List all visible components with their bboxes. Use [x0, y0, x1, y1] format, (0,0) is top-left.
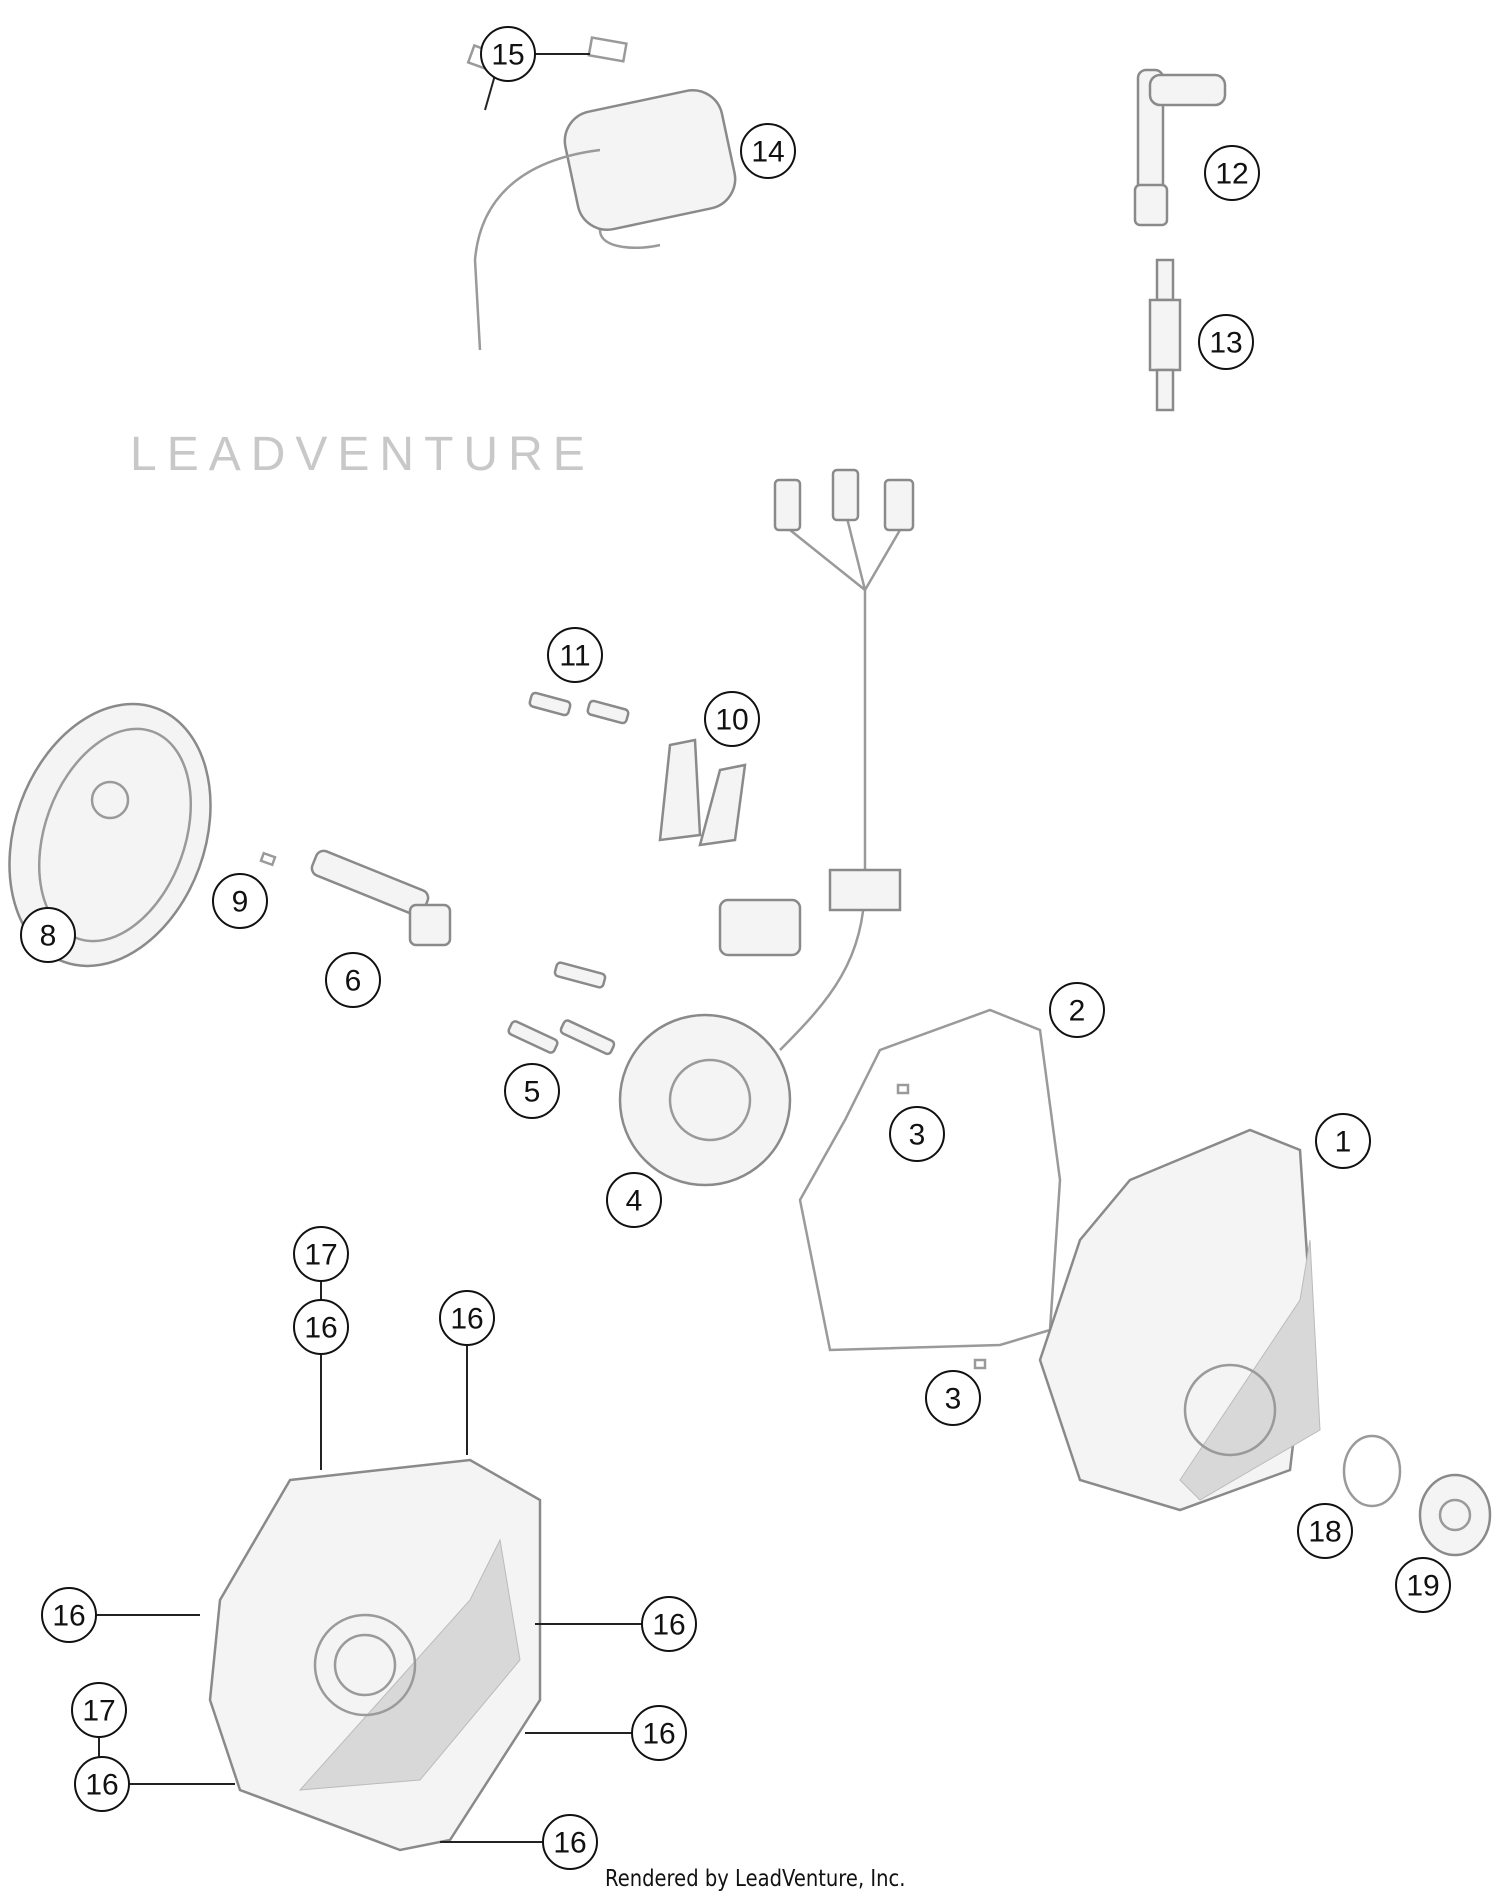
callout-circle — [631, 1705, 687, 1761]
callout-number: 16 — [553, 1827, 586, 1860]
callout-circle — [889, 1106, 945, 1162]
bolts — [507, 691, 630, 1056]
callout-number: 4 — [626, 1185, 643, 1218]
callout-16[interactable]: 16 — [74, 1756, 130, 1812]
callout-number: 11 — [559, 640, 590, 673]
callout-16[interactable]: 16 — [439, 1290, 495, 1346]
callout-circle — [293, 1299, 349, 1355]
watermark: LEADVENTURE — [130, 428, 595, 481]
callout-circle — [325, 952, 381, 1008]
callout-19[interactable]: 19 — [1395, 1557, 1451, 1613]
callout-circle — [925, 1370, 981, 1426]
leader-lines — [96, 53, 642, 1843]
spark-plug-cap — [1133, 68, 1227, 227]
callout-number: 3 — [945, 1383, 962, 1416]
callout-18[interactable]: 18 — [1297, 1503, 1353, 1559]
callout-circle — [1395, 1557, 1451, 1613]
callout-number: 12 — [1215, 158, 1248, 191]
callout-number: 10 — [715, 704, 748, 737]
callout-8[interactable]: 8 — [20, 907, 76, 963]
callout-3[interactable]: 3 — [889, 1106, 945, 1162]
callout-17[interactable]: 17 — [293, 1226, 349, 1282]
footer-credit: Rendered by LeadVenture, Inc. — [605, 1866, 906, 1892]
callout-2[interactable]: 2 — [1049, 982, 1105, 1038]
flywheel — [8, 702, 212, 968]
callout-number: 18 — [1308, 1516, 1341, 1549]
callout-circle — [439, 1290, 495, 1346]
dowel — [896, 1083, 910, 1095]
callout-number: 17 — [82, 1695, 115, 1728]
callout-circle — [641, 1596, 697, 1652]
callout-13[interactable]: 13 — [1198, 314, 1254, 370]
callout-9[interactable]: 9 — [212, 873, 268, 929]
callout-circle — [547, 627, 603, 683]
ignition-coil — [466, 36, 737, 351]
callout-circle — [20, 907, 76, 963]
gasket — [798, 1008, 1062, 1352]
callout-number: 2 — [1069, 995, 1086, 1028]
spark-plug — [1148, 258, 1182, 412]
callout-1[interactable]: 1 — [1315, 1113, 1371, 1169]
callout-circle — [212, 873, 268, 929]
callout-number: 19 — [1406, 1570, 1439, 1603]
callout-6[interactable]: 6 — [325, 952, 381, 1008]
callout-circle — [293, 1226, 349, 1282]
callout-10[interactable]: 10 — [704, 691, 760, 747]
stator — [618, 1013, 792, 1187]
callout-circle — [542, 1814, 598, 1870]
callout-16[interactable]: 16 — [293, 1299, 349, 1355]
callout-17[interactable]: 17 — [71, 1682, 127, 1738]
callout-number: 16 — [85, 1769, 118, 1802]
callout-15[interactable]: 15 — [480, 26, 536, 82]
callout-circle — [1315, 1113, 1371, 1169]
callout-16[interactable]: 16 — [631, 1705, 687, 1761]
callout-number: 6 — [345, 965, 362, 998]
callout-5[interactable]: 5 — [504, 1063, 560, 1119]
callout-number: 1 — [1335, 1126, 1352, 1159]
key — [259, 851, 277, 867]
callout-11[interactable]: 11 — [547, 627, 603, 683]
callout-number: 16 — [52, 1600, 85, 1633]
callout-14[interactable]: 14 — [740, 123, 796, 179]
callout-3[interactable]: 3 — [925, 1370, 981, 1426]
callout-number: 14 — [751, 136, 784, 169]
callout-circle — [1198, 314, 1254, 370]
callout-circle — [504, 1063, 560, 1119]
callout-circle — [480, 26, 536, 82]
screw-plug — [1418, 1473, 1492, 1557]
callout-circle — [74, 1756, 130, 1812]
flywheel-bolt — [310, 849, 452, 947]
callout-16[interactable]: 16 — [542, 1814, 598, 1870]
callout-circle — [1297, 1503, 1353, 1559]
callout-circle — [704, 691, 760, 747]
ignition-cover — [1038, 1128, 1321, 1512]
callout-16[interactable]: 16 — [641, 1596, 697, 1652]
callout-number: 8 — [40, 920, 57, 953]
callout-circle — [1204, 145, 1260, 201]
outer-cover — [208, 1458, 542, 1852]
callout-circle — [41, 1587, 97, 1643]
callout-circle — [1049, 982, 1105, 1038]
callout-number: 16 — [450, 1303, 483, 1336]
callout-circle — [740, 123, 796, 179]
callout-circle — [606, 1172, 662, 1228]
callout-number: 17 — [304, 1239, 337, 1272]
callout-number: 9 — [232, 886, 249, 919]
callout-number: 16 — [304, 1312, 337, 1345]
stator-harness — [718, 468, 915, 1051]
callout-number: 5 — [524, 1076, 541, 1109]
callout-4[interactable]: 4 — [606, 1172, 662, 1228]
callout-number: 15 — [491, 39, 524, 72]
callout-16[interactable]: 16 — [41, 1587, 97, 1643]
callout-number: 3 — [909, 1119, 926, 1152]
cable-bracket — [658, 738, 747, 847]
callout-12[interactable]: 12 — [1204, 145, 1260, 201]
callout-number: 16 — [642, 1718, 675, 1751]
o-ring — [1342, 1434, 1402, 1508]
callout-number: 13 — [1209, 327, 1242, 360]
callout-number: 16 — [652, 1609, 685, 1642]
dowel — [973, 1358, 987, 1370]
callout-circle — [71, 1682, 127, 1738]
